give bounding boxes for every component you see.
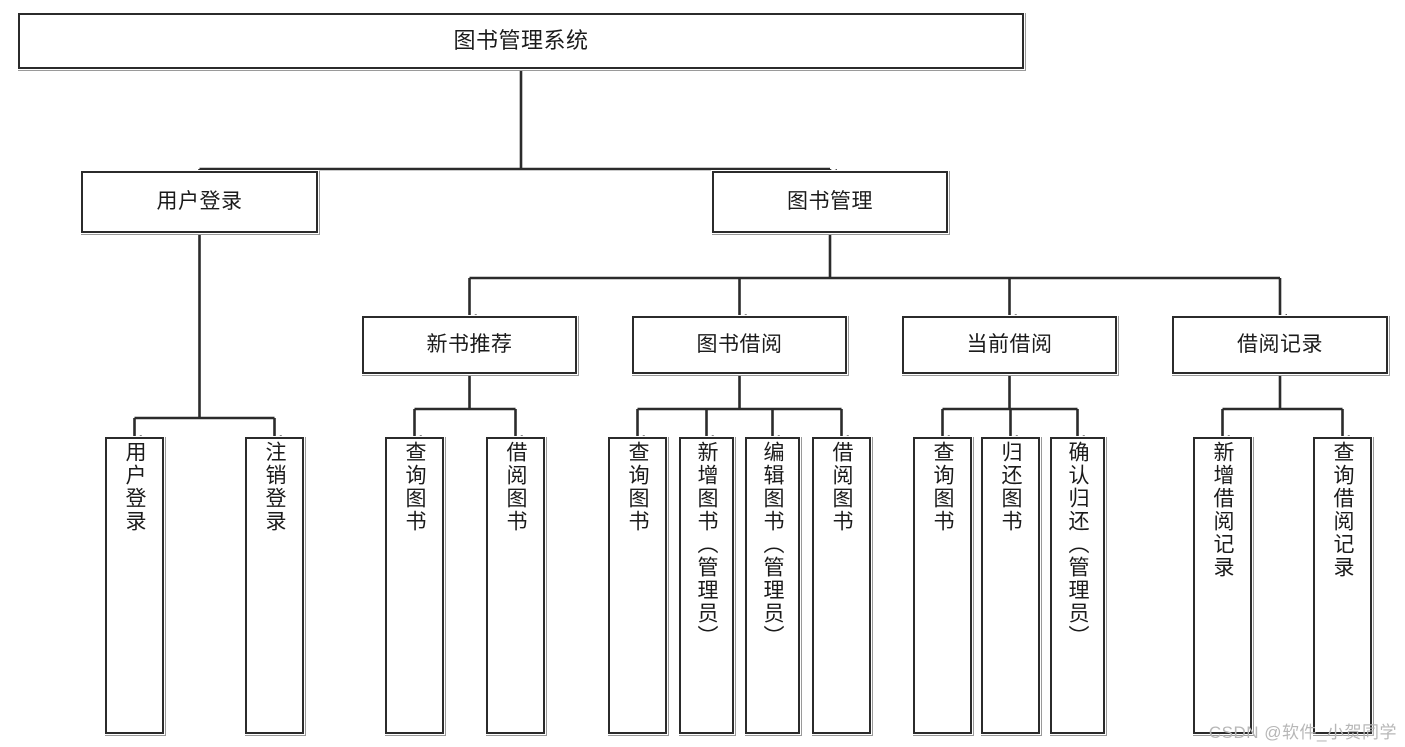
- node-new-book-rec[interactable]: 新书推荐: [362, 316, 577, 374]
- node-book-borrow[interactable]: 图书借阅: [632, 316, 847, 374]
- node-leaf-borrow-book-2[interactable]: 借阅图书: [812, 437, 871, 734]
- node-label: 新增图书（管理员）: [695, 441, 718, 648]
- node-leaf-confirm-return[interactable]: 确认归还（管理员）: [1050, 437, 1105, 734]
- node-leaf-logout[interactable]: 注销登录: [245, 437, 304, 734]
- node-leaf-query-record[interactable]: 查询借阅记录: [1313, 437, 1372, 734]
- node-label: 借阅记录: [1237, 332, 1323, 356]
- node-user-login[interactable]: 用户登录: [81, 171, 318, 233]
- node-label: 编辑图书（管理员）: [761, 441, 784, 648]
- node-label: 查询借阅记录: [1331, 441, 1354, 579]
- node-label: 用户登录: [156, 189, 243, 213]
- node-label: 归还图书: [999, 441, 1022, 533]
- node-leaf-query-book-2[interactable]: 查询图书: [608, 437, 667, 734]
- node-label: 用户登录: [123, 441, 146, 533]
- node-borrow-record[interactable]: 借阅记录: [1172, 316, 1388, 374]
- node-label: 借阅图书: [504, 441, 527, 533]
- node-label: 注销登录: [263, 441, 286, 533]
- node-label: 图书管理: [787, 189, 873, 213]
- node-label: 当前借阅: [966, 332, 1053, 356]
- node-label: 查询图书: [626, 441, 649, 533]
- node-leaf-edit-book[interactable]: 编辑图书（管理员）: [745, 437, 800, 734]
- node-leaf-return-book[interactable]: 归还图书: [981, 437, 1040, 734]
- node-book-manage[interactable]: 图书管理: [712, 171, 948, 233]
- watermark: CSDN @软件_小贺同学: [1208, 723, 1397, 742]
- node-current-borrow[interactable]: 当前借阅: [902, 316, 1117, 374]
- node-label: 图书管理系统: [453, 28, 589, 54]
- node-leaf-add-record[interactable]: 新增借阅记录: [1193, 437, 1252, 734]
- node-leaf-query-book-1[interactable]: 查询图书: [385, 437, 444, 734]
- tree-edges: [127, 69, 1350, 447]
- node-label: 查询图书: [931, 441, 954, 533]
- node-label: 确认归还（管理员）: [1066, 441, 1089, 648]
- node-root[interactable]: 图书管理系统: [18, 13, 1024, 69]
- node-leaf-add-book[interactable]: 新增图书（管理员）: [679, 437, 734, 734]
- node-leaf-query-book-3[interactable]: 查询图书: [913, 437, 972, 734]
- node-leaf-user-login[interactable]: 用户登录: [105, 437, 164, 734]
- node-label: 新书推荐: [426, 332, 513, 356]
- node-label: 新增借阅记录: [1211, 441, 1234, 579]
- node-label: 图书借阅: [696, 332, 783, 356]
- node-label: 查询图书: [403, 441, 426, 533]
- node-leaf-borrow-book-1[interactable]: 借阅图书: [486, 437, 545, 734]
- node-label: 借阅图书: [830, 441, 853, 533]
